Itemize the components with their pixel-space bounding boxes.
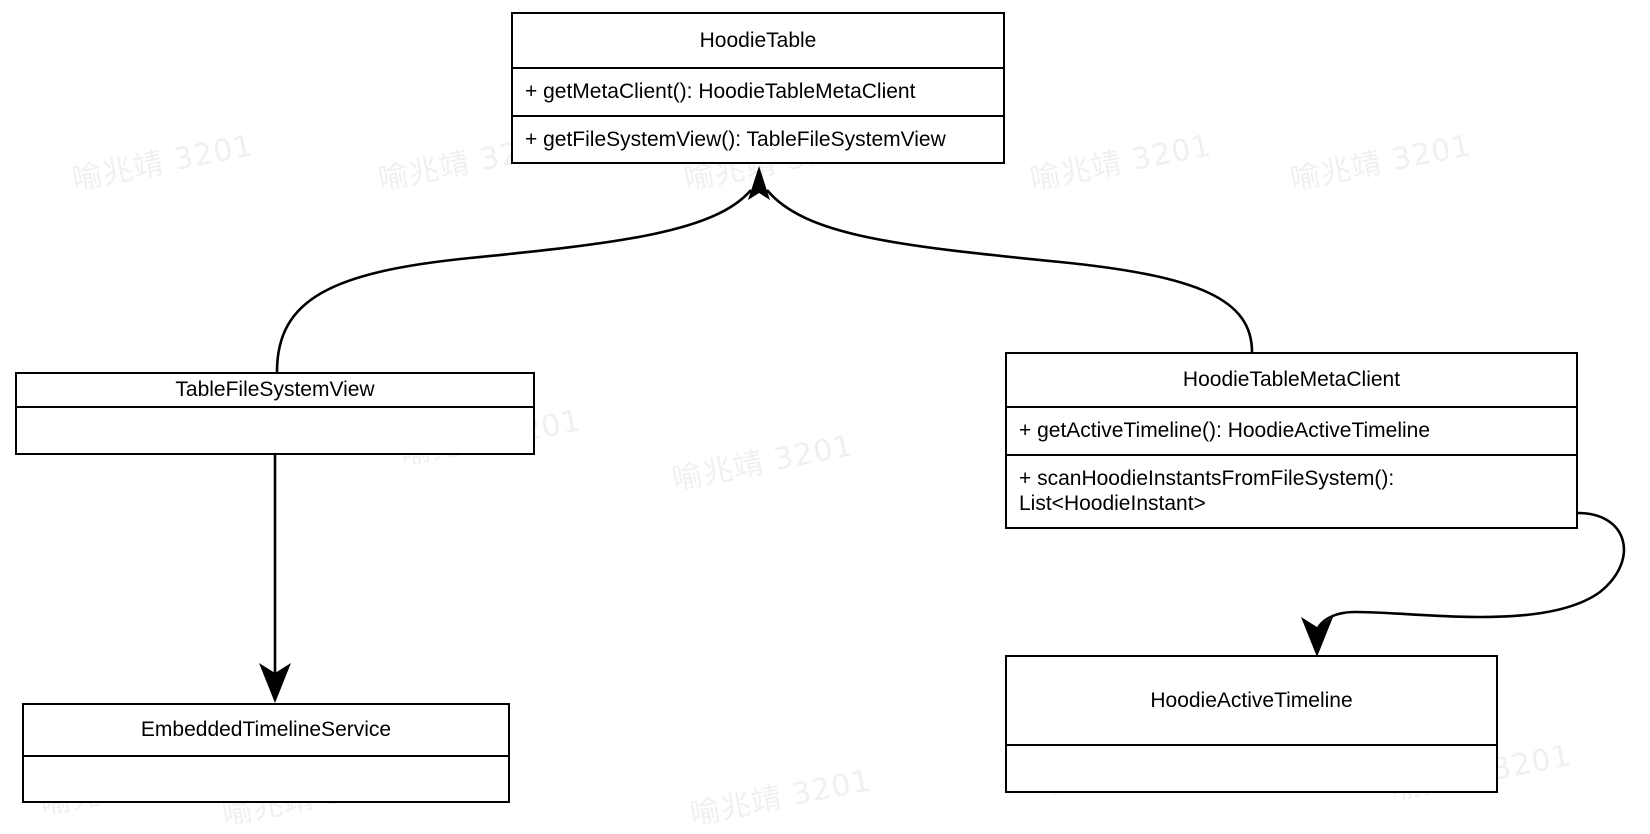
- class-members-embedded-timeline-service: [24, 755, 508, 801]
- watermark-text: 喻兆靖 3201: [1027, 128, 1215, 198]
- watermark-text: 喻兆靖 3201: [69, 128, 257, 198]
- class-name-embedded-timeline-service: EmbeddedTimelineService: [140, 718, 392, 741]
- class-box-hoodie-active-timeline[interactable]: HoodieActiveTimeline: [1005, 655, 1498, 793]
- class-box-hoodie-table[interactable]: HoodieTable + getMetaClient(): HoodieTab…: [511, 12, 1005, 165]
- class-member: + getFileSystemView(): TableFileSystemVi…: [513, 114, 1003, 163]
- class-member: + getActiveTimeline(): HoodieActiveTimel…: [1019, 419, 1431, 442]
- class-name-table-file-system-view: TableFileSystemView: [175, 378, 375, 401]
- class-member: + getMetaClient(): HoodieTableMetaClient: [525, 80, 916, 103]
- watermark-text: 喻兆靖 3201: [687, 763, 875, 833]
- class-member: + scanHoodieInstantsFromFileSystem(): Li…: [1007, 453, 1576, 527]
- class-members-hoodie-active-timeline: [1007, 744, 1496, 791]
- class-members-hoodie-table: + getMetaClient(): HoodieTableMetaClient…: [513, 67, 1003, 162]
- arrowhead-into-hoodieactivetimeline: [1301, 617, 1333, 657]
- class-name-hoodie-active-timeline: HoodieActiveTimeline: [1150, 688, 1353, 712]
- class-members-table-file-system-view: [17, 406, 533, 453]
- class-members-hoodie-table-meta-client: + getActiveTimeline(): HoodieActiveTimel…: [1007, 406, 1576, 527]
- edge-hoodietablemetaclient-to-hoodieactivetimeline: [1315, 511, 1626, 633]
- arrowhead-into-hoodietable: [748, 166, 770, 200]
- class-box-embedded-timeline-service[interactable]: EmbeddedTimelineService: [22, 703, 510, 803]
- edge-hoodietablemetaclient-to-hoodietable: [765, 189, 1254, 353]
- class-name-hoodie-table: HoodieTable: [699, 28, 817, 52]
- watermark-text: 喻兆靖 3201: [669, 428, 857, 498]
- class-box-table-file-system-view[interactable]: TableFileSystemView: [15, 372, 535, 455]
- class-box-hoodie-table-meta-client[interactable]: HoodieTableMetaClient + getActiveTimelin…: [1005, 352, 1578, 529]
- edge-tablefilesystemview-to-hoodietable: [275, 189, 752, 373]
- uml-class-diagram: 喻兆靖 3201 喻兆靖 3201 喻兆靖 3201 喻兆靖 3201 喻兆靖 …: [15, 12, 1626, 833]
- arrowhead-into-embeddedtimelineservice: [259, 663, 291, 703]
- watermark-text: 喻兆靖 3201: [1287, 128, 1475, 198]
- class-name-hoodie-table-meta-client: HoodieTableMetaClient: [1182, 368, 1401, 391]
